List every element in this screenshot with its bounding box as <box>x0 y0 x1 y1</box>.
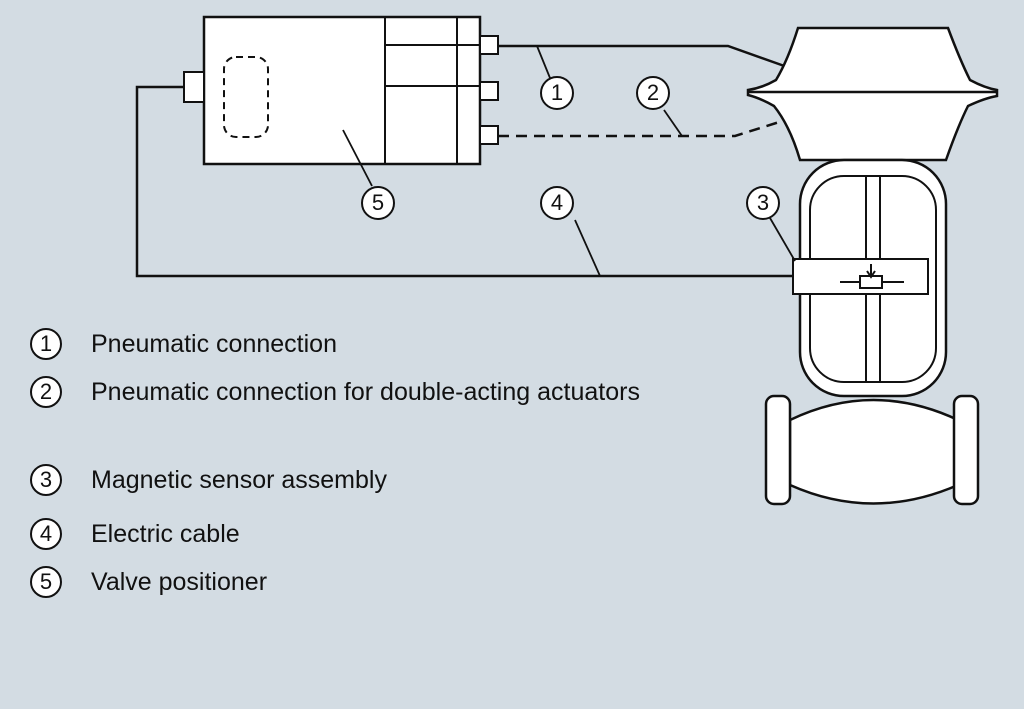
legend-number: 5 <box>30 566 62 598</box>
callout-label: 1 <box>551 80 563 105</box>
pneumatic-port <box>479 35 499 55</box>
callout-2: 2 <box>636 76 670 110</box>
sensor-arrow-icon <box>866 270 876 279</box>
legend-item-5: 5 Valve positioner <box>30 564 267 601</box>
pneumatic-port <box>479 125 499 145</box>
actuator-diaphragm <box>746 26 999 162</box>
legend-number: 3 <box>30 464 62 496</box>
callout-leader-3 <box>769 217 796 262</box>
callout-1: 1 <box>540 76 574 110</box>
callout-label: 3 <box>757 190 769 215</box>
valve-positioner <box>183 15 499 166</box>
legend-item-2: 2 Pneumatic connection for double-acting… <box>30 374 651 411</box>
pneumatic-line-1 <box>498 44 791 70</box>
legend-text: Pneumatic connection <box>91 330 337 358</box>
cable-gland <box>183 71 205 103</box>
internal-module-outline <box>223 56 269 138</box>
legend-text: Electric cable <box>91 520 240 548</box>
callout-label: 2 <box>647 80 659 105</box>
callout-leader-1 <box>536 45 551 79</box>
actuator <box>746 26 999 162</box>
magnetic-sensor-assembly <box>792 258 929 295</box>
callout-leader-5 <box>342 129 373 187</box>
legend-number: 4 <box>30 518 62 550</box>
legend-text: Pneumatic connection for double-acting a… <box>91 378 640 406</box>
valve-body <box>764 394 980 506</box>
legend-number: 2 <box>30 376 62 408</box>
pneumatic-line-2 <box>498 116 793 138</box>
callout-label: 4 <box>551 190 563 215</box>
legend-item-3: 3 Magnetic sensor assembly <box>30 462 387 499</box>
pneumatic-port <box>479 81 499 101</box>
valve-body-shell <box>788 398 960 505</box>
callout-label: 5 <box>372 190 384 215</box>
callout-leader-4 <box>574 219 601 277</box>
valve-flange-right <box>952 394 980 506</box>
legend-text: Valve positioner <box>91 568 268 596</box>
callout-leader-2 <box>663 109 683 137</box>
legend-number: 1 <box>30 328 62 360</box>
electric-cable <box>135 85 793 278</box>
legend-text: Magnetic sensor assembly <box>91 466 387 494</box>
valve-flange-left <box>764 394 792 506</box>
callout-5: 5 <box>361 186 395 220</box>
legend-item-1: 1 Pneumatic connection <box>30 326 337 363</box>
callout-4: 4 <box>540 186 574 220</box>
positioner-housing <box>202 15 482 166</box>
callout-3: 3 <box>746 186 780 220</box>
legend-item-4: 4 Electric cable <box>30 516 240 553</box>
